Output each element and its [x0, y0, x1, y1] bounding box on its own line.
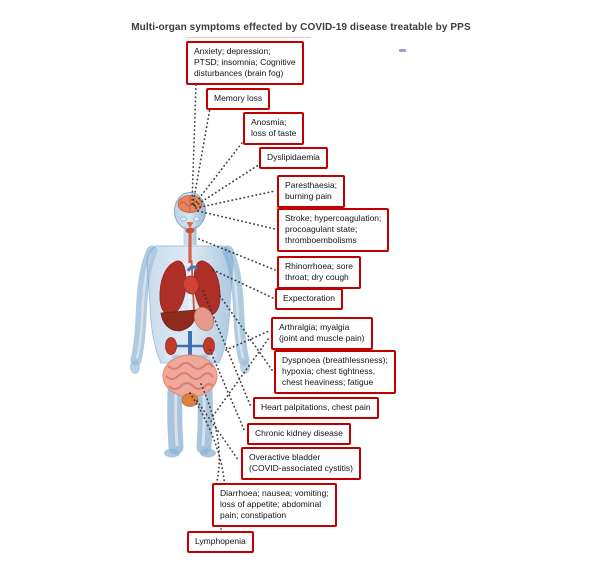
line-heart-palpitations — [202, 290, 252, 408]
right-eye — [193, 216, 200, 222]
left-eye — [180, 216, 187, 222]
line-lymphopenia — [189, 392, 226, 530]
stomach-organ — [193, 307, 215, 331]
line-lung-expectoration — [212, 269, 274, 299]
line-brain-anxiety — [191, 83, 197, 205]
label-box-chronic-kidney: Chronic kidney disease — [247, 423, 351, 445]
line-lung-dyspnoea — [219, 295, 273, 371]
line-throat-rhinorrhoea — [198, 238, 276, 271]
right-arm — [222, 245, 250, 366]
label-box-rhinorrhoea: Rhinorrhoea; sore throat; dry cough — [277, 256, 362, 289]
line-brain-memory — [192, 107, 211, 205]
nasal-cavity — [186, 222, 194, 229]
label-box-dyslipidaemia: Dyslipidaemia — [259, 147, 328, 169]
rib-line — [167, 259, 213, 266]
label-box-gastrointestinal: Diarrhoea; nausea; vomiting; loss of app… — [212, 483, 337, 527]
line-kidney-ckd — [209, 349, 246, 433]
line-brain-dyslipidaemia — [194, 163, 261, 207]
label-box-dyspnoea: Dyspnoea (breathlessness); hypoxia; ches… — [274, 350, 396, 394]
spellcheck-underline — [187, 37, 311, 38]
label-box-overactive-bladder: Overactive bladder (COVID-associated cys… — [241, 447, 361, 480]
line-knee-arthralgia — [212, 337, 270, 417]
right-foot — [200, 448, 216, 458]
left-arm — [130, 245, 158, 366]
heart-organ — [182, 265, 200, 295]
label-box-heart-palpitations: Heart palpitations, chest pain — [253, 397, 379, 419]
mouth-tongue — [185, 227, 195, 234]
label-box-expectoration: Expectoration — [275, 288, 343, 310]
right-hand — [240, 360, 250, 374]
figure-title: Multi-organ symptoms effected by COVID-1… — [131, 22, 471, 33]
line-brain-anosmia — [193, 138, 246, 206]
right-arm-bone — [227, 253, 245, 359]
bladder-organ — [181, 393, 199, 407]
label-box-arthralgia: Arthralgia; myalgia (joint and muscle pa… — [271, 317, 373, 350]
connector-dotted-lines — [189, 83, 276, 530]
line-hip-arthralgia — [225, 330, 270, 351]
label-box-memory-loss: Memory loss — [206, 88, 271, 110]
line-brain-paresthaesia — [195, 190, 276, 209]
left-arm-bone — [135, 253, 153, 359]
intestines-organ — [162, 354, 218, 398]
label-box-lymphopenia: Lymphopenia — [187, 531, 254, 553]
stray-dash-mark — [399, 49, 406, 52]
left-hand — [130, 360, 140, 374]
label-box-anxiety: Anxiety; depression; PTSD; insomnia; Cog… — [186, 41, 304, 85]
line-bladder-oab — [196, 400, 240, 462]
left-foot — [164, 448, 180, 458]
line-brain-stroke — [197, 210, 276, 230]
line-intestine-diarrhoea — [200, 383, 221, 493]
label-box-paresthaesia: Paresthaesia; burning pain — [277, 175, 345, 208]
label-box-stroke: Stroke; hypercoagulation; procoagulant s… — [277, 208, 390, 252]
label-box-anosmia: Anosmia; loss of taste — [243, 112, 305, 145]
